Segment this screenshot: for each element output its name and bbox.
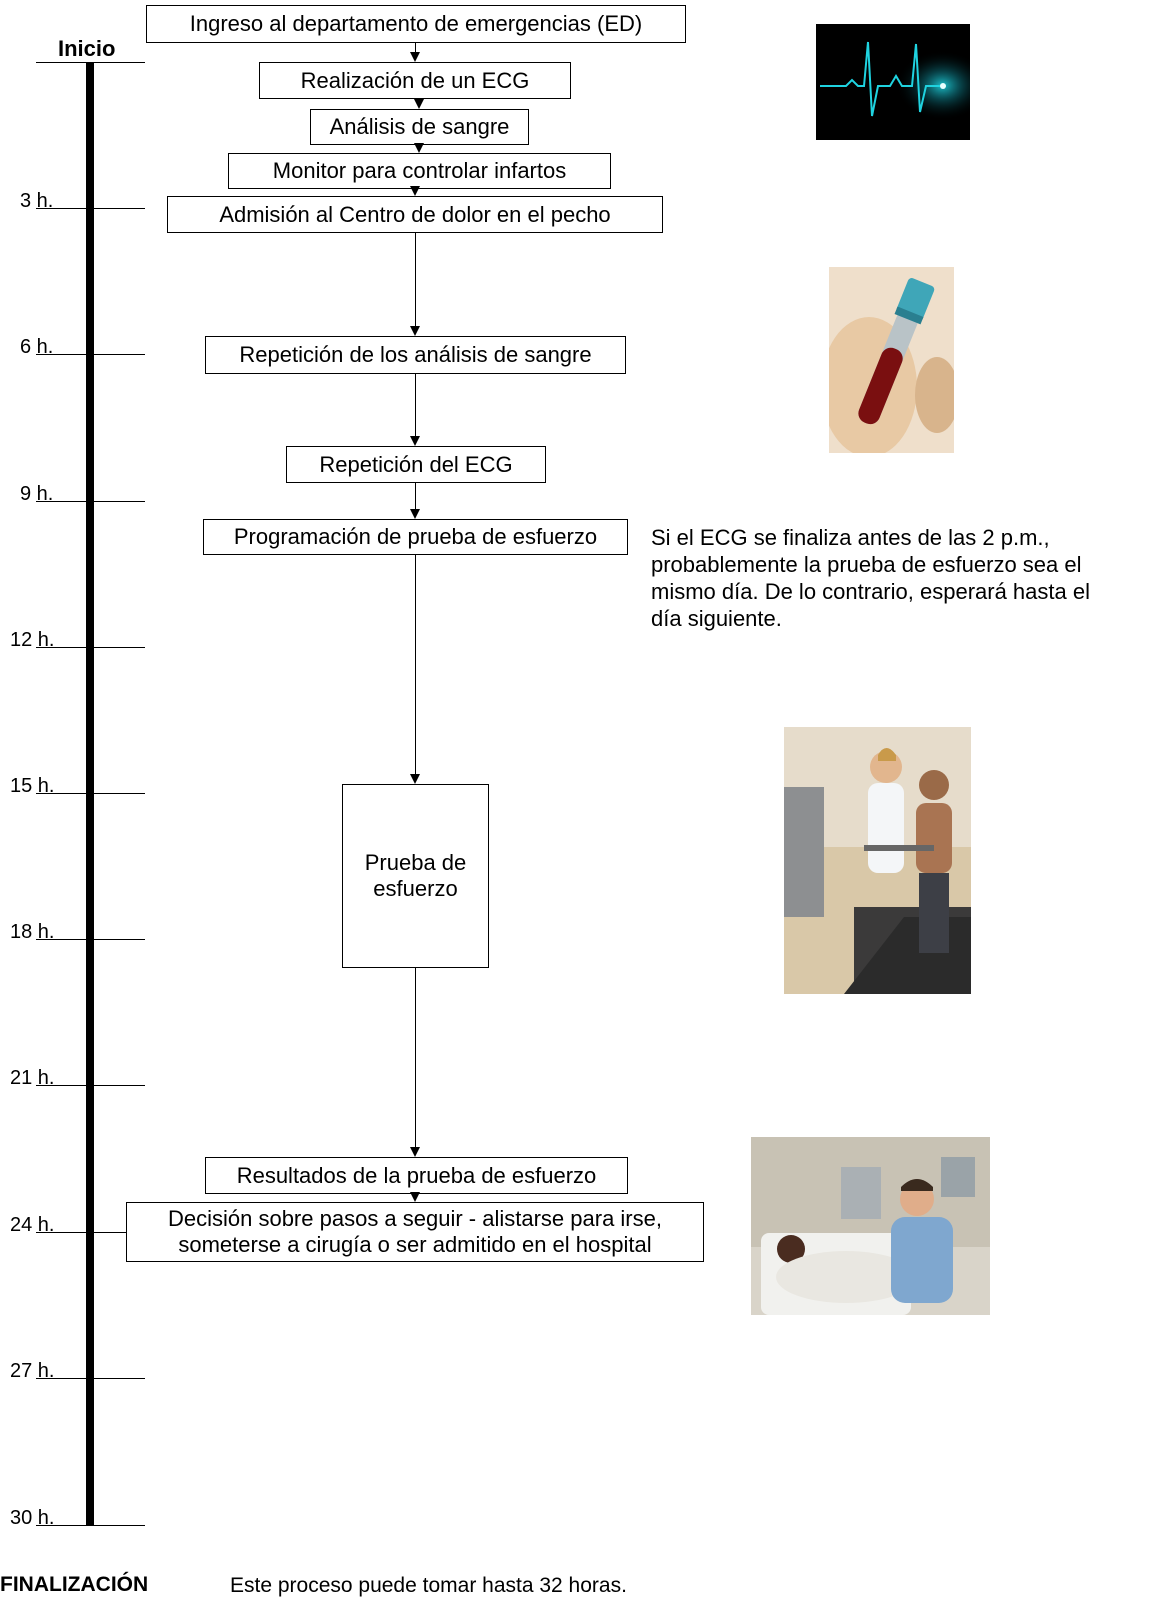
arrow-7-line	[415, 483, 416, 509]
step-repeat-blood: Repetición de los análisis de sangre	[205, 336, 626, 374]
arrow-3-head	[414, 143, 424, 153]
step-ecg: Realización de un ECG	[259, 62, 571, 99]
tick-line-24h	[36, 1232, 145, 1233]
tick-line-3h	[36, 208, 145, 209]
tick-line-9h	[36, 501, 145, 502]
tick-line-6h	[36, 354, 145, 355]
step-monitor: Monitor para controlar infartos	[228, 153, 611, 189]
step-stress-results: Resultados de la prueba de esfuerzo	[205, 1157, 628, 1194]
arrow-7-head	[410, 509, 420, 519]
blood-tube-image	[829, 267, 954, 453]
stress-note-line-4: día siguiente.	[651, 606, 782, 631]
timeline-end-label: FINALIZACIÓN	[0, 1573, 149, 1596]
arrow-6-head	[410, 436, 420, 446]
tick-label-21h: 21 h.	[10, 1067, 55, 1089]
arrow-8-head	[410, 774, 420, 784]
step-schedule-stress: Programación de prueba de esfuerzo	[203, 519, 628, 555]
tick-line-27h	[36, 1378, 145, 1379]
arrow-6-line	[415, 374, 416, 436]
arrow-8-line	[415, 555, 416, 774]
step-ed-admission: Ingreso al departamento de emergencias (…	[146, 5, 686, 43]
tick-label-18h: 18 h.	[10, 921, 55, 943]
stress-note-line-3: mismo día. De lo contrario, esperará has…	[651, 579, 1090, 604]
duration-note: Este proceso puede tomar hasta 32 horas.	[230, 1574, 627, 1597]
tick-line-15h	[36, 793, 145, 794]
hospital-bed-photo	[751, 1137, 990, 1315]
ekg-heartbeat-image	[816, 24, 970, 140]
step-decision-line1: Decisión sobre pasos a seguir - alistars…	[167, 1206, 662, 1231]
step-chest-pain-center: Admisión al Centro de dolor en el pecho	[167, 196, 663, 233]
tick-label-27h: 27 h.	[10, 1360, 55, 1382]
step-blood-test: Análisis de sangre	[310, 109, 529, 145]
tick-label-15h: 15 h.	[10, 775, 55, 797]
tick-label-9h: 9 h.	[20, 483, 54, 505]
arrow-1-line	[415, 43, 416, 53]
arrow-10-head	[410, 1192, 420, 1202]
arrow-5-line	[415, 233, 416, 326]
arrow-5-head	[410, 326, 420, 336]
stress-test-note: Si el ECG se finaliza antes de las 2 p.m…	[651, 524, 1090, 632]
arrow-9-line	[415, 968, 416, 1147]
tick-label-12h: 12 h.	[10, 629, 55, 651]
arrow-2-head	[414, 99, 424, 109]
step-stress-test: Prueba de esfuerzo	[342, 784, 489, 968]
arrow-1-head	[410, 52, 420, 62]
stress-note-line-1: Si el ECG se finaliza antes de las 2 p.m…	[651, 525, 1050, 550]
tick-line-18h	[36, 939, 145, 940]
tick-label-30h: 30 h.	[10, 1507, 55, 1529]
treadmill-test-photo	[784, 727, 971, 994]
arrow-4-head	[410, 186, 420, 196]
arrow-9-head	[410, 1147, 420, 1157]
tick-label-6h: 6 h.	[20, 336, 54, 358]
step-decision-line2: someterse a cirugía o ser admitido en el…	[178, 1232, 652, 1257]
tick-label-24h: 24 h.	[10, 1214, 55, 1236]
tick-line-12h	[36, 647, 145, 648]
tick-line-30h	[36, 1525, 145, 1526]
tick-line-21h	[36, 1085, 145, 1086]
timeline-bar	[86, 62, 94, 1526]
timeline-start-label: Inicio	[58, 36, 116, 61]
step-stress-test-line1: Prueba de	[364, 850, 467, 875]
step-repeat-ecg: Repetición del ECG	[286, 446, 546, 483]
stress-note-line-2: probablemente la prueba de esfuerzo sea …	[651, 552, 1082, 577]
step-stress-test-line2: esfuerzo	[373, 876, 458, 901]
tick-label-3h: 3 h.	[20, 190, 54, 212]
step-decision: Decisión sobre pasos a seguir - alistars…	[126, 1202, 704, 1262]
